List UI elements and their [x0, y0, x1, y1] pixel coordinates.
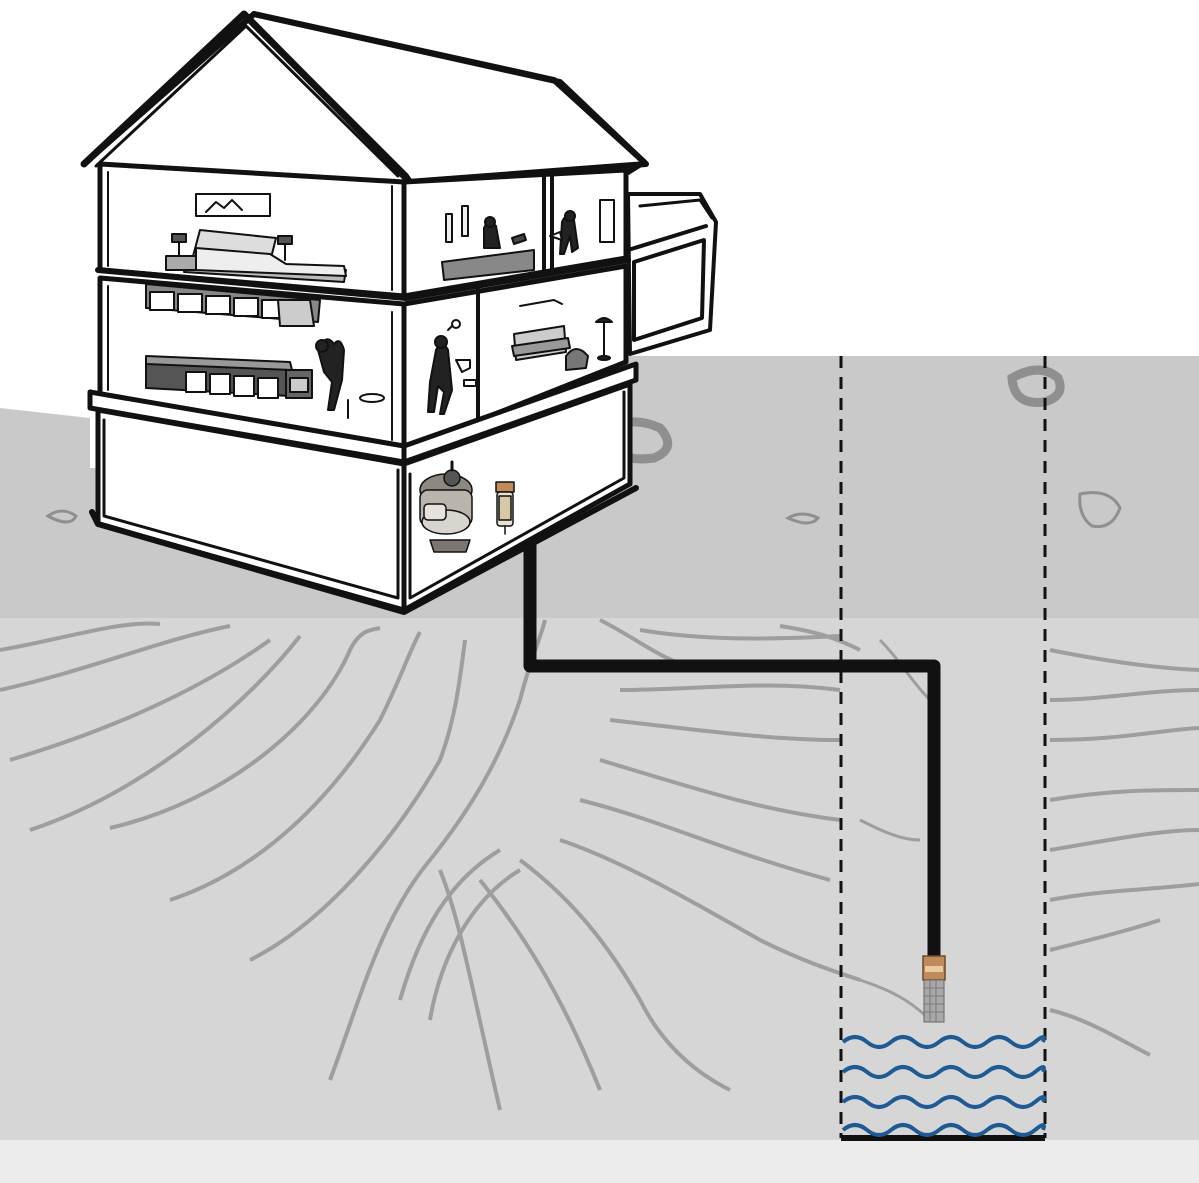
groundwater: [841, 1035, 1046, 1137]
upper-side-rooms: [441, 199, 615, 281]
living-room: [511, 299, 613, 371]
kitchen: [145, 283, 385, 419]
bedrock-layer: [0, 1140, 1199, 1183]
roof: [80, 10, 649, 185]
foundation: [87, 361, 639, 615]
well-casing: [839, 356, 1047, 1141]
jet-pump: [419, 460, 473, 553]
soil-strata: [0, 618, 1199, 1111]
soil-layer: [0, 618, 1199, 1140]
house-cutaway: [80, 10, 718, 615]
bathroom: [427, 319, 477, 415]
garage: [626, 192, 718, 356]
foot-valve: [922, 955, 946, 1023]
inline-filter: [495, 481, 515, 535]
strainer: [923, 979, 945, 1023]
bedroom-furniture: [165, 193, 347, 283]
